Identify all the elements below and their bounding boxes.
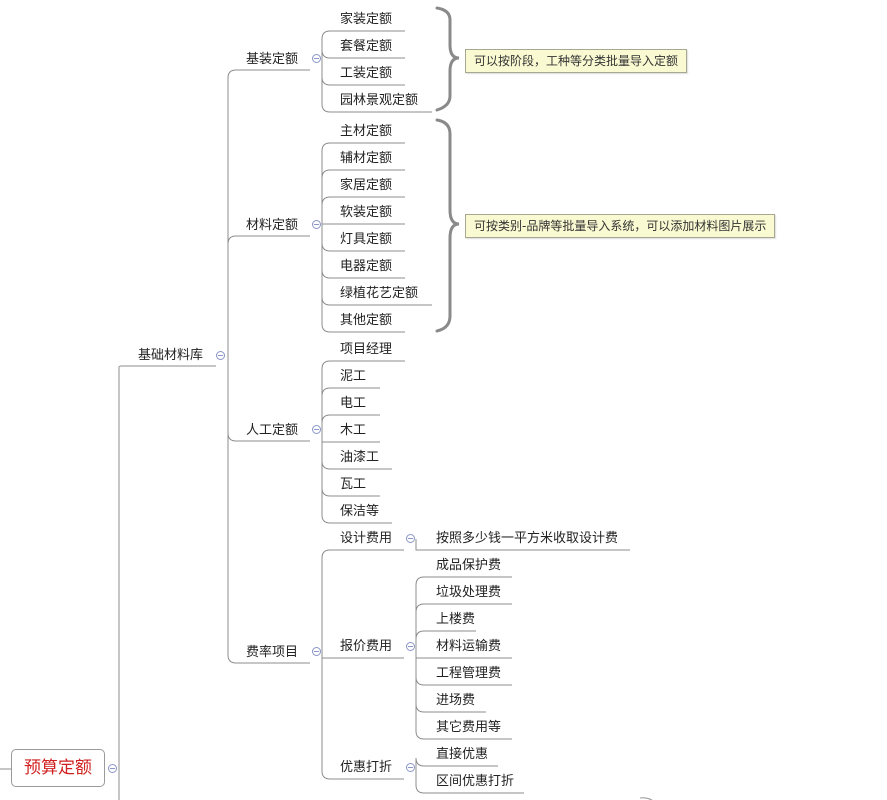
list-item[interactable]: 工装定额: [340, 66, 393, 81]
list-item[interactable]: 家居定额: [340, 178, 393, 193]
list-item[interactable]: 工程管理费: [436, 666, 502, 681]
collapse-icon[interactable]: [312, 647, 321, 656]
list-item[interactable]: 垃圾处理费: [436, 585, 502, 600]
list-item[interactable]: 电工: [340, 396, 367, 411]
note-jizhuang: 可以按阶段，工种等分类批量导入定额: [465, 49, 688, 73]
list-item[interactable]: 辅材定额: [340, 151, 393, 166]
list-item[interactable]: 区间优惠打折: [436, 774, 515, 789]
node-feilv[interactable]: 费率项目: [246, 645, 299, 660]
collapse-icon[interactable]: [108, 764, 117, 773]
list-item[interactable]: 软装定额: [340, 205, 393, 220]
list-item[interactable]: 套餐定额: [340, 39, 393, 54]
list-item[interactable]: 瓦工: [340, 477, 367, 492]
list-item[interactable]: 项目经理: [340, 342, 393, 357]
list-item[interactable]: 绿植花艺定额: [340, 286, 419, 301]
list-item[interactable]: 材料运输费: [436, 639, 502, 654]
node-rengong[interactable]: 人工定额: [246, 423, 299, 438]
collapse-icon[interactable]: [216, 351, 225, 360]
list-item[interactable]: 主材定额: [340, 124, 393, 139]
collapse-icon[interactable]: [406, 534, 415, 543]
list-item[interactable]: 其它费用等: [436, 720, 502, 735]
collapse-icon[interactable]: [312, 220, 321, 229]
node-design-fee[interactable]: 设计费用: [340, 531, 393, 546]
collapse-icon[interactable]: [312, 54, 321, 63]
node-cailiao[interactable]: 材料定额: [246, 218, 299, 233]
list-item[interactable]: 泥工: [340, 369, 367, 384]
collapse-icon[interactable]: [406, 642, 415, 651]
list-item[interactable]: 其他定额: [340, 313, 393, 328]
list-item[interactable]: 上楼费: [436, 612, 476, 627]
node-basic-material-library[interactable]: 基础材料库: [138, 348, 204, 363]
collapse-icon[interactable]: [406, 763, 415, 772]
list-item[interactable]: 油漆工: [340, 450, 380, 465]
list-item[interactable]: 按照多少钱一平方米收取设计费: [436, 531, 619, 546]
list-item[interactable]: 保洁等: [340, 504, 380, 519]
list-item[interactable]: 灯具定额: [340, 232, 393, 247]
list-item[interactable]: 家装定额: [340, 12, 393, 27]
list-item[interactable]: 木工: [340, 423, 367, 438]
list-item[interactable]: 成品保护费: [436, 558, 502, 573]
list-item[interactable]: 进场费: [436, 693, 476, 708]
node-jizhuang[interactable]: 基装定额: [246, 52, 299, 67]
node-discount[interactable]: 优惠打折: [340, 760, 393, 775]
list-item[interactable]: 直接优惠: [436, 747, 489, 762]
node-quote-fee[interactable]: 报价费用: [340, 639, 393, 654]
root-node[interactable]: 预算定额: [11, 749, 105, 787]
note-cailiao: 可按类别-品牌等批量导入系统，可以添加材料图片展示: [465, 214, 776, 238]
list-item[interactable]: 电器定额: [340, 259, 393, 274]
collapse-icon[interactable]: [312, 425, 321, 434]
list-item[interactable]: 园林景观定额: [340, 93, 419, 108]
